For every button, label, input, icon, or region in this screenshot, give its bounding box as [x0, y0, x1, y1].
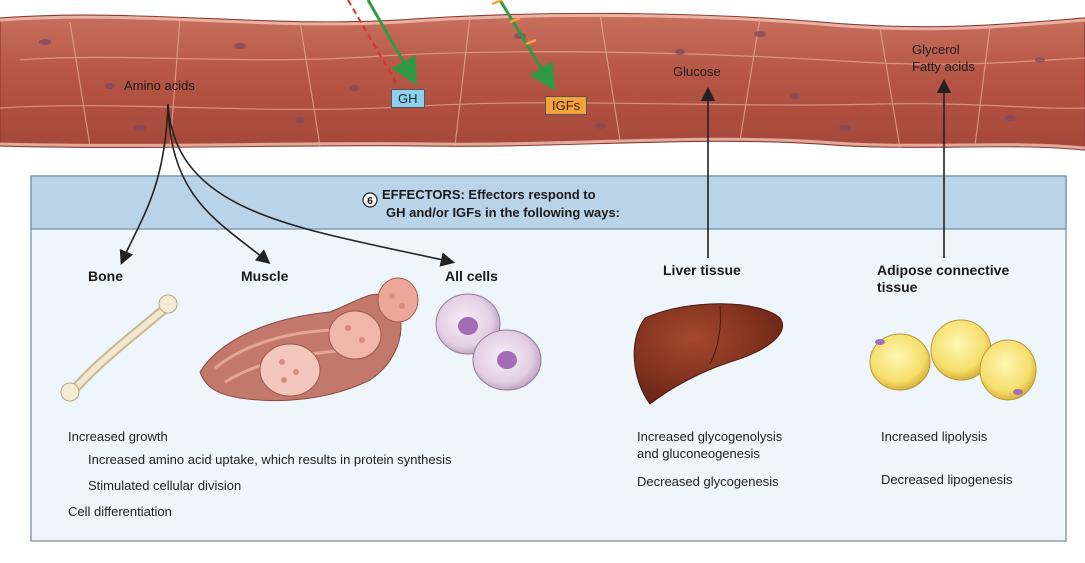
step-number: 6	[367, 196, 373, 207]
bone-heading: Bone	[88, 268, 123, 284]
adipose-heading-line2: tissue	[877, 279, 917, 295]
effect-cell-differentiation: Cell differentiation	[68, 504, 172, 519]
effect-glycogenolysis-line2: and gluconeogenesis	[637, 446, 760, 461]
igfs-tag: IGFs	[545, 96, 587, 115]
effectors-header-line2: GH and/or IGFs in the following ways:	[386, 204, 620, 221]
muscle-heading: Muscle	[241, 268, 288, 284]
glucose-label: Glucose	[673, 64, 721, 79]
effect-glycogenolysis-line1: Increased glycogenolysis	[637, 429, 782, 444]
effect-amino-uptake: Increased amino acid uptake, which resul…	[88, 452, 451, 467]
effect-decreased-lipogenesis: Decreased lipogenesis	[881, 472, 1013, 487]
effect-cell-division: Stimulated cellular division	[88, 478, 241, 493]
fatty-acids-label: Fatty acids	[912, 59, 975, 74]
effect-increased-lipolysis: Increased lipolysis	[881, 429, 987, 444]
effect-increased-growth: Increased growth	[68, 429, 168, 444]
effectors-header-line1: EFFECTORS: Effectors respond to	[382, 186, 596, 203]
glycerol-label: Glycerol	[912, 42, 960, 57]
gh-tag: GH	[391, 89, 425, 108]
effect-decreased-glycogenesis: Decreased glycogenesis	[637, 474, 779, 489]
amino-acids-label: Amino acids	[124, 78, 195, 93]
adipose-heading-line1: Adipose connective	[877, 262, 1009, 278]
all-cells-heading: All cells	[445, 268, 498, 284]
liver-heading: Liver tissue	[663, 262, 741, 278]
